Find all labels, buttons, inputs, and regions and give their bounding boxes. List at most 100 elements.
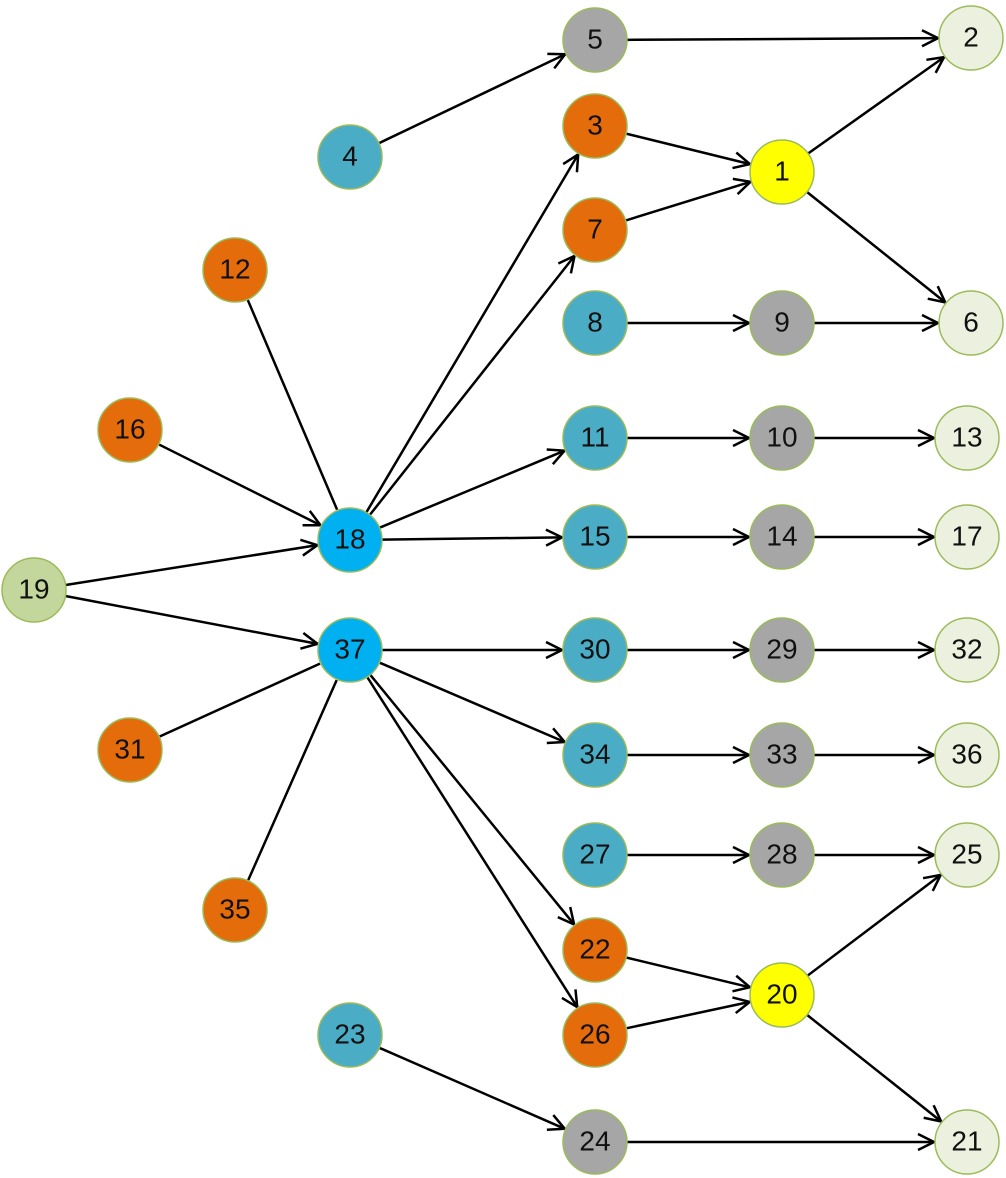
node-circle bbox=[562, 1109, 628, 1175]
node-label: 26 bbox=[579, 1018, 610, 1049]
arrowhead bbox=[917, 745, 937, 765]
node-circle bbox=[562, 917, 628, 983]
edge-line bbox=[369, 673, 576, 926]
node-24: 24 bbox=[562, 1109, 628, 1175]
node-label: 13 bbox=[951, 421, 982, 452]
node-circle bbox=[934, 504, 1000, 570]
node-37: 37 bbox=[317, 617, 383, 683]
arrowhead bbox=[732, 177, 754, 196]
node-label: 32 bbox=[951, 633, 982, 664]
node-label: 30 bbox=[579, 633, 610, 664]
arrowhead bbox=[557, 253, 577, 274]
node-20: 20 bbox=[749, 962, 815, 1028]
arrowhead bbox=[300, 632, 321, 650]
node-circle bbox=[938, 5, 1004, 71]
node-1: 1 bbox=[749, 139, 815, 205]
node-circle bbox=[97, 717, 163, 783]
edge-26-to-20 bbox=[626, 996, 753, 1030]
node-6: 6 bbox=[938, 290, 1004, 356]
edge-11-to-10 bbox=[627, 428, 752, 448]
edge-22-to-20 bbox=[625, 956, 753, 993]
node-circle bbox=[749, 722, 815, 788]
node-circle bbox=[934, 822, 1000, 888]
node-23: 23 bbox=[317, 1002, 383, 1068]
node-circle bbox=[934, 617, 1000, 683]
arrowhead bbox=[732, 313, 752, 333]
node-circle bbox=[562, 722, 628, 788]
edge-line bbox=[378, 53, 566, 145]
node-circle bbox=[934, 405, 1000, 471]
arrowhead bbox=[926, 55, 947, 74]
edge-line bbox=[806, 873, 942, 977]
edge-24-to-21 bbox=[627, 1132, 937, 1152]
edge-line bbox=[246, 679, 338, 882]
node-31: 31 bbox=[97, 717, 163, 783]
node-label: 6 bbox=[963, 306, 979, 337]
node-2: 2 bbox=[938, 5, 1004, 71]
edge-23-to-24 bbox=[378, 1046, 568, 1131]
node-4: 4 bbox=[317, 124, 383, 190]
node-3: 3 bbox=[562, 93, 628, 159]
node-label: 28 bbox=[766, 838, 797, 869]
edge-15-to-14 bbox=[627, 527, 752, 547]
edge-37-to-26 bbox=[366, 676, 579, 1010]
arrowhead bbox=[921, 29, 941, 48]
node-circle bbox=[562, 617, 628, 683]
node-circle bbox=[749, 822, 815, 888]
node-circle bbox=[97, 397, 163, 463]
node-36: 36 bbox=[934, 722, 1000, 788]
node-32: 32 bbox=[934, 617, 1000, 683]
edge-line bbox=[65, 543, 318, 587]
edge-line bbox=[806, 190, 946, 304]
arrowhead bbox=[299, 538, 321, 557]
edge-line bbox=[807, 56, 945, 155]
arrowhead bbox=[302, 510, 323, 527]
edge-33-to-36 bbox=[814, 745, 937, 765]
node-label: 15 bbox=[579, 520, 610, 551]
edge-34-to-33 bbox=[627, 745, 752, 765]
edge-16-to-18 bbox=[158, 443, 323, 527]
arrowhead bbox=[921, 313, 941, 333]
node-label: 10 bbox=[766, 421, 797, 452]
node-circle bbox=[317, 507, 383, 573]
node-circle bbox=[562, 197, 628, 263]
arrowhead bbox=[545, 640, 565, 660]
arrowhead bbox=[546, 1114, 568, 1131]
node-label: 4 bbox=[342, 140, 358, 171]
node-8: 8 bbox=[562, 290, 628, 356]
node-circle bbox=[562, 504, 628, 570]
node-label: 7 bbox=[587, 213, 603, 244]
arrowhead bbox=[732, 845, 752, 865]
edge-31-to-37 bbox=[158, 662, 321, 738]
node-label: 22 bbox=[579, 933, 610, 964]
node-34: 34 bbox=[562, 722, 628, 788]
node-label: 12 bbox=[219, 253, 250, 284]
node-circle bbox=[938, 290, 1004, 356]
arrowhead bbox=[917, 428, 937, 448]
node-14: 14 bbox=[749, 504, 815, 570]
node-19: 19 bbox=[1, 557, 67, 623]
edge-9-to-6 bbox=[814, 313, 941, 333]
edge-20-to-25 bbox=[806, 873, 943, 977]
node-circle bbox=[202, 237, 268, 303]
node-circle bbox=[317, 124, 383, 190]
arrowhead bbox=[546, 727, 568, 745]
edge-line bbox=[65, 594, 318, 646]
arrowhead bbox=[917, 845, 937, 865]
node-label: 9 bbox=[774, 306, 790, 337]
edge-28-to-25 bbox=[814, 845, 937, 865]
node-11: 11 bbox=[562, 405, 628, 471]
edge-19-to-37 bbox=[65, 594, 321, 650]
arrowhead bbox=[917, 527, 937, 547]
node-label: 20 bbox=[766, 978, 797, 1009]
edge-3-to-1 bbox=[625, 132, 753, 170]
node-label: 17 bbox=[951, 520, 982, 551]
edge-37-to-22 bbox=[369, 673, 576, 927]
edge-30-to-29 bbox=[627, 640, 752, 660]
node-17: 17 bbox=[934, 504, 1000, 570]
edge-18-to-15 bbox=[381, 528, 565, 547]
node-label: 29 bbox=[766, 633, 797, 664]
node-label: 36 bbox=[951, 738, 982, 769]
edge-37-to-34 bbox=[378, 661, 568, 745]
